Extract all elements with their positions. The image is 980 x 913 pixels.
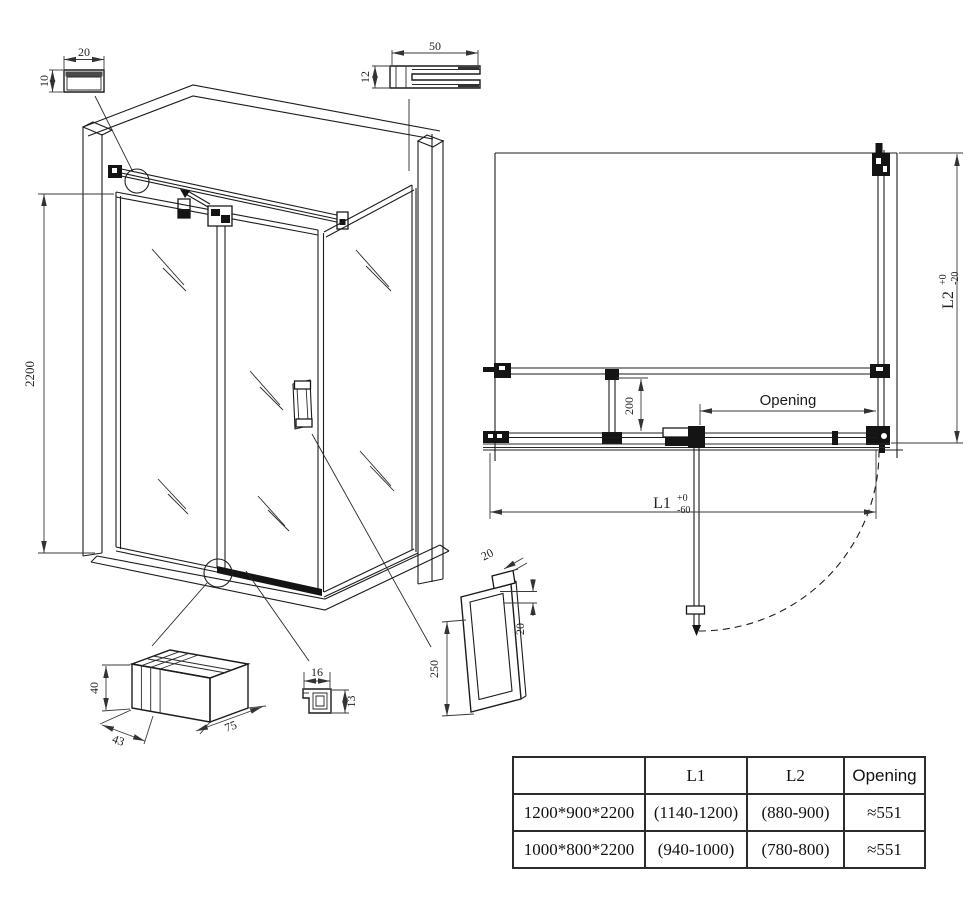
header-l2: L2 [746, 756, 845, 795]
size-spec-table: L1 L2 Opening 1200*900*2200 (1140-1200) … [512, 756, 926, 869]
l2-dimension: L2 +0 -20 [891, 153, 963, 443]
cell-opening: ≈551 [843, 793, 926, 832]
cell-opening: ≈551 [843, 830, 926, 869]
top-bar-profile-detail: 50 12 [358, 39, 480, 171]
opening-label: Opening [760, 392, 817, 409]
bar-offset-dimension: 200 [617, 378, 648, 431]
l2-tol-plus: +0 [938, 274, 949, 285]
bottom-seal-detail: 16 13 [303, 665, 358, 713]
top-bar-height-label: 12 [358, 71, 372, 83]
clamp-height-label: 40 [87, 682, 101, 694]
leader-line [95, 96, 133, 172]
wall-profile-detail: 20 10 [37, 45, 133, 172]
opening-dimension: Opening [700, 392, 876, 425]
handle-cap-label: 20 [479, 545, 496, 563]
wall-profile-height-label: 10 [37, 75, 51, 87]
handle-detail: 250 20 20 [427, 545, 537, 716]
glass-reflections [152, 249, 394, 531]
cell-l2: (880-900) [746, 793, 845, 832]
handle-length-label: 250 [427, 660, 441, 678]
door-hinge-plan [688, 426, 705, 448]
leader-line [246, 571, 309, 661]
glass-clamp-detail: 40 43 75 [87, 650, 266, 749]
cell-size: 1200*900*2200 [512, 793, 646, 832]
l1-tol-plus: +0 [677, 493, 688, 504]
glass-panels [116, 185, 418, 597]
table-header-row: L1 L2 Opening [512, 756, 926, 795]
door-swing-arc [699, 451, 879, 631]
l2-label: L2 [940, 291, 957, 309]
open-door-plan [687, 448, 880, 636]
top-bar-width-label: 50 [429, 39, 441, 53]
detail-circle-bottom [204, 559, 232, 587]
l1-dimension: L1 +0 -60 [490, 450, 876, 519]
cell-l2: (780-800) [746, 830, 845, 869]
bar-offset-label: 200 [622, 397, 636, 415]
return-panel-plan [866, 143, 890, 453]
l1-label: L1 [653, 495, 671, 512]
table-row: 1200*900*2200 (1140-1200) (880-900) ≈551 [512, 793, 926, 832]
header-l1: L1 [644, 756, 748, 795]
iso-height-label: 2200 [22, 361, 37, 387]
shower-tray [91, 545, 449, 610]
door-handle-plan [687, 606, 705, 614]
l2-tol-minus: -20 [950, 272, 961, 285]
seal-width-label: 16 [311, 665, 323, 679]
leader-line [312, 434, 431, 647]
seal-height-label: 13 [344, 696, 358, 708]
support-bar-plan [483, 363, 870, 444]
top-support-bar [108, 165, 348, 229]
front-panel-plan [483, 426, 890, 448]
isometric-view: 2200 [22, 85, 449, 661]
clamp-width-label: 75 [223, 718, 239, 735]
cell-size: 1000*800*2200 [512, 830, 646, 869]
clamp-depth-label: 43 [110, 732, 126, 749]
table-row: 1000*800*2200 (940-1000) (780-800) ≈551 [512, 830, 926, 869]
top-hinge [208, 206, 232, 226]
l1-tol-minus: -60 [677, 505, 690, 516]
door-bottom-seal [217, 566, 322, 596]
detail-circle-top [125, 169, 149, 193]
header-size [512, 756, 646, 795]
wall-profile-width-label: 20 [78, 45, 90, 59]
cell-l1: (1140-1200) [644, 793, 748, 832]
leader-line [152, 583, 207, 646]
handle-bar-label: 20 [513, 623, 527, 635]
header-opening: Opening [843, 756, 926, 795]
height-dimension: 2200 [22, 194, 114, 553]
door-handle [293, 380, 312, 429]
cell-l1: (940-1000) [644, 830, 748, 869]
plan-view: 200 Opening L1 +0 -60 L2 +0 -20 [483, 143, 963, 636]
